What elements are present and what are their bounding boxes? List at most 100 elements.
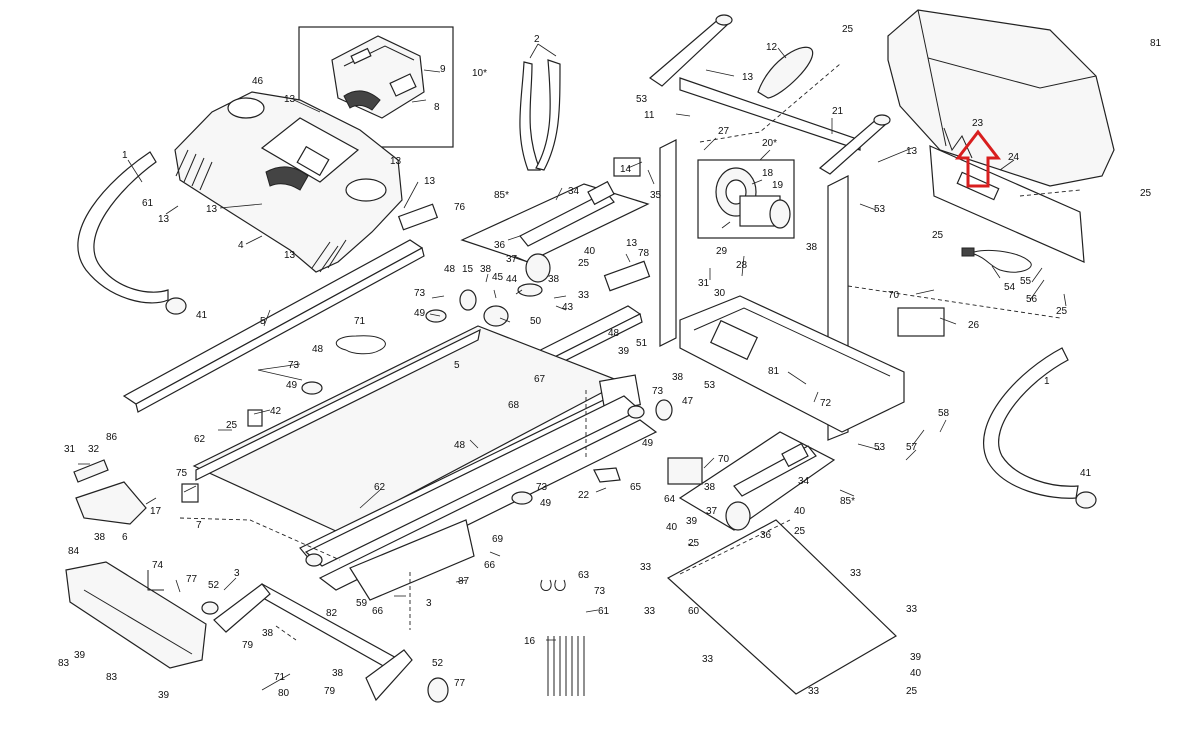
callout-27: 27 bbox=[718, 126, 730, 137]
bottom-frame bbox=[318, 419, 658, 601]
callout-47: 47 bbox=[682, 396, 694, 407]
callout-29: 29 bbox=[716, 246, 728, 257]
callout-79-b: 79 bbox=[324, 686, 336, 697]
callout-33-f: 33 bbox=[702, 654, 714, 665]
callout-30: 30 bbox=[714, 288, 726, 299]
callout-1-right: 1 bbox=[1044, 376, 1050, 387]
callout-84: 84 bbox=[68, 546, 80, 557]
callout-66-b: 66 bbox=[372, 606, 384, 617]
callout-52: 52 bbox=[208, 580, 220, 591]
callout-48: 48 bbox=[444, 264, 456, 275]
callout-24: 24 bbox=[1008, 152, 1020, 163]
callout-67: 67 bbox=[534, 374, 546, 385]
callout-74: 74 bbox=[152, 560, 164, 571]
callout-28: 28 bbox=[736, 260, 748, 271]
motor-hood bbox=[887, 9, 1115, 187]
callout-33-d: 33 bbox=[850, 568, 862, 579]
callout-85-b: 85* bbox=[840, 496, 855, 507]
callout-63: 63 bbox=[578, 570, 590, 581]
callout-55: 55 bbox=[1020, 276, 1032, 287]
callout-25-b: 25 bbox=[1140, 188, 1152, 199]
callout-38-a: 38 bbox=[548, 274, 560, 285]
callout-25-a: 25 bbox=[842, 24, 854, 35]
callout-39-d: 39 bbox=[74, 650, 86, 661]
left-side-rail bbox=[122, 239, 425, 413]
callout-40-b: 40 bbox=[794, 506, 806, 517]
callout-72: 72 bbox=[820, 398, 832, 409]
power-cord bbox=[961, 247, 1032, 273]
callout-37-b: 37 bbox=[706, 506, 718, 517]
callout-22: 22 bbox=[578, 490, 590, 501]
callout-19: 19 bbox=[772, 180, 784, 191]
callout-81-b: 81 bbox=[768, 366, 780, 377]
callout-48-d: 48 bbox=[454, 440, 466, 451]
base-plate bbox=[666, 519, 897, 695]
callout-3-b: 3 bbox=[426, 598, 432, 609]
callout-17: 17 bbox=[150, 506, 162, 517]
callout-77: 77 bbox=[186, 574, 198, 585]
callout-13-b: 13 bbox=[390, 156, 402, 167]
callout-25-g: 25 bbox=[688, 538, 700, 549]
callout-58: 58 bbox=[938, 408, 950, 419]
callout-38-g: 38 bbox=[262, 628, 274, 639]
reference-lines bbox=[179, 63, 1081, 641]
callout-10: 10* bbox=[472, 68, 487, 79]
callout-5: 5 bbox=[260, 316, 266, 327]
incline-motor-upper bbox=[460, 180, 650, 283]
callout-56: 56 bbox=[1026, 294, 1038, 305]
right-handrail bbox=[982, 347, 1097, 509]
callout-14: 14 bbox=[620, 164, 632, 175]
callout-33-c: 33 bbox=[644, 606, 656, 617]
callout-20: 20* bbox=[762, 138, 777, 149]
incline-motor-lower bbox=[667, 431, 836, 531]
hardware-parts bbox=[147, 157, 945, 615]
callout-26: 26 bbox=[968, 320, 980, 331]
callout-4: 4 bbox=[238, 240, 244, 251]
callout-3: 3 bbox=[234, 568, 240, 579]
callout-52-b: 52 bbox=[432, 658, 444, 669]
console-detail-box bbox=[298, 26, 454, 148]
callout-39-e: 39 bbox=[158, 690, 170, 701]
motor-detail-box bbox=[697, 159, 795, 239]
rear-leg-assembly bbox=[65, 561, 207, 669]
callout-13-h: 13 bbox=[906, 146, 918, 157]
callout-49-c: 49 bbox=[642, 438, 654, 449]
callout-53: 53 bbox=[636, 94, 648, 105]
callout-13-c: 13 bbox=[206, 204, 218, 215]
callout-11: 11 bbox=[644, 110, 655, 121]
callout-83: 83 bbox=[58, 658, 70, 669]
callout-25-d: 25 bbox=[1056, 306, 1068, 317]
callout-73-d: 73 bbox=[536, 482, 548, 493]
callout-13-d: 13 bbox=[158, 214, 170, 225]
callout-36-b: 36 bbox=[760, 530, 772, 541]
callout-39-c: 39 bbox=[910, 652, 922, 663]
callout-42: 42 bbox=[270, 406, 282, 417]
console-housing bbox=[174, 91, 403, 273]
callout-51: 51 bbox=[636, 338, 648, 349]
callout-37: 37 bbox=[506, 254, 518, 265]
callout-13-a: 13 bbox=[284, 94, 296, 105]
callout-60: 60 bbox=[688, 606, 700, 617]
strap bbox=[519, 59, 561, 171]
lift-arm bbox=[213, 583, 449, 703]
callout-33-b: 33 bbox=[640, 562, 652, 573]
callout-13-g: 13 bbox=[742, 72, 754, 83]
callout-35: 35 bbox=[650, 190, 662, 201]
callout-13-i: 13 bbox=[626, 238, 638, 249]
callout-31-b: 31 bbox=[64, 444, 76, 455]
callout-31: 31 bbox=[698, 278, 710, 289]
callout-40-d: 40 bbox=[910, 668, 922, 679]
callout-39-b: 39 bbox=[686, 516, 698, 527]
callout-73-e: 73 bbox=[594, 586, 606, 597]
callout-25-h: 25 bbox=[794, 526, 806, 537]
callout-25-e: 25 bbox=[578, 258, 590, 269]
callout-78: 78 bbox=[638, 248, 650, 259]
callout-38-d: 38 bbox=[672, 372, 684, 383]
callout-80: 80 bbox=[278, 688, 290, 699]
callout-44: 44 bbox=[506, 274, 518, 285]
callout-labels: 1 1 2 3 3 4 5 5 6 7 8 9 10* 11 12 13 13 … bbox=[58, 24, 1162, 701]
callout-8: 8 bbox=[434, 102, 440, 113]
callout-57: 57 bbox=[906, 442, 918, 453]
callout-36: 36 bbox=[494, 240, 506, 251]
callout-71: 71 bbox=[354, 316, 366, 327]
